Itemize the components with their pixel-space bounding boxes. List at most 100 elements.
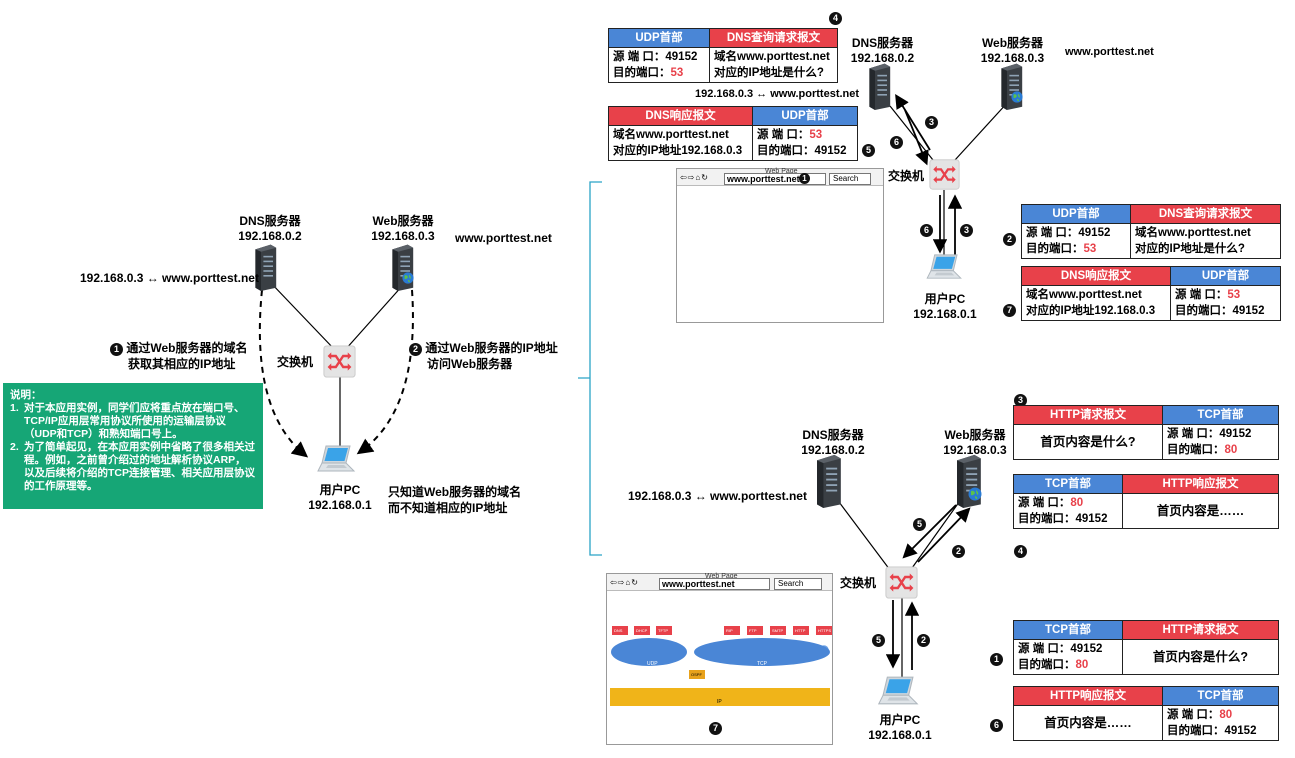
dst-port-label-4: 目的端口： xyxy=(1175,305,1233,317)
dst-port-label-3: 目的端口： xyxy=(1026,243,1084,255)
tcp-header-cell-3: TCP首部 xyxy=(1013,620,1123,640)
bottom-web-ip: 192.168.0.3 xyxy=(943,443,1007,457)
bottom-step4-badge: 4 xyxy=(1014,541,1027,559)
dns-response-header-cell-4: DNS响应报文 xyxy=(1021,266,1171,286)
bottom-step1-badge: 1 xyxy=(990,649,1003,667)
bottom-links xyxy=(835,497,971,678)
udp-header-cell-3: UDP首部 xyxy=(1021,204,1131,224)
dns-response-cell: 域名www.porttest.net 对应的IP地址192.168.0.3 xyxy=(608,125,753,161)
dst-port-value-4: 49152 xyxy=(1232,305,1265,317)
tcp-ports-cell-2: 源 端 口：80 目的端口：49152 xyxy=(1013,493,1123,529)
bottom-mapping: 192.168.0.3 ↔ www.porttest.net xyxy=(628,489,807,503)
b-src-port-value-2: 80 xyxy=(1070,497,1084,509)
b-src-port-value-3: 49152 xyxy=(1070,643,1103,655)
bottom-browser-url[interactable]: www.porttest.net xyxy=(659,578,770,590)
bottom-browser-search[interactable]: Search xyxy=(774,578,822,590)
step-1-badge: 1 xyxy=(110,343,123,356)
note-title: 说明： xyxy=(10,389,42,401)
bottom-switch-icon xyxy=(885,566,918,599)
note-item2-text: 为了简单起见，在本应用实例中省略了很多相关过程。例如，之前曾介绍过的地址解析协议… xyxy=(24,441,255,492)
left-web-ip: 192.168.0.3 xyxy=(371,229,435,243)
bottom-arrow-5b-badge: 5 xyxy=(872,630,885,648)
note-item1-text: 对于本应用实例，同学们应将重点放在端口号、TCP/IP应用层常用协议所使用的运输… xyxy=(24,402,245,440)
top-dns-response-table: DNS响应报文 UDP首部 域名www.porttest.net 对应的IP地址… xyxy=(608,106,858,161)
top-browser-nav-icons[interactable]: ⇦⇨⌂↻ xyxy=(680,173,709,182)
b-dst-port-label: 目的端口： xyxy=(1167,444,1225,456)
src-port-label-2: 源 端 口： xyxy=(757,129,810,141)
b-dst-port-value-4: 49152 xyxy=(1224,725,1257,737)
b-src-port-label-3: 源 端 口： xyxy=(1018,643,1071,655)
b-dst-port-label-2: 目的端口： xyxy=(1018,513,1076,525)
left-web-label: Web服务器 192.168.0.3 xyxy=(358,214,448,244)
left-switch-label: 交换机 xyxy=(277,355,314,369)
src-port-value-4: 53 xyxy=(1227,289,1241,301)
left-web-server-icon xyxy=(392,244,414,291)
b-dst-port-label-3: 目的端口： xyxy=(1018,659,1076,671)
dst-port-label: 目的端口： xyxy=(613,67,671,79)
note-item-1: 1. 对于本应用实例，同学们应将重点放在端口号、TCP/IP应用层常用协议所使用… xyxy=(10,402,256,441)
bottom-browser-step7-badge: 7 xyxy=(709,718,722,736)
bottom-pc-ip: 192.168.0.1 xyxy=(868,728,932,742)
resp-line1-4: 域名www.porttest.net xyxy=(1026,289,1142,301)
udp-header-cell-2: UDP首部 xyxy=(752,106,858,126)
top-browser-url[interactable]: www.porttest.net xyxy=(724,173,826,185)
left-dns-name: DNS服务器 xyxy=(239,214,301,228)
bottom-dns-name: DNS服务器 xyxy=(802,428,864,442)
bottom-browser-nav-icons[interactable]: ⇦⇨⌂↻ xyxy=(610,578,639,587)
top-web-server-icon xyxy=(1001,63,1023,110)
left-pc-note: 只知道Web服务器的域名 而不知道相应的IP地址 xyxy=(388,484,521,516)
http-resp-cell: 首页内容是…… xyxy=(1122,493,1279,529)
bottom-dns-label: DNS服务器 192.168.0.2 xyxy=(788,428,878,458)
left-pc-name: 用户PC xyxy=(319,483,361,497)
top-mapping: 192.168.0.3 ↔ www.porttest.net xyxy=(695,88,860,100)
bottom-http-response-table: TCP首部 HTTP响应报文 源 端 口：80 目的端口：49152 首页内容是… xyxy=(1013,474,1279,529)
top-arrow-6a-badge: 6 xyxy=(890,132,903,150)
udp-header-cell-4: UDP首部 xyxy=(1170,266,1281,286)
src-port-label: 源 端 口： xyxy=(613,51,666,63)
tcp-proto-box-0 xyxy=(724,626,740,635)
top-arrow-3a-badge: 3 xyxy=(925,112,938,130)
udp-ports-cell: 源 端 口：49152 目的端口：53 xyxy=(608,47,710,83)
top-step2-badge: 2 xyxy=(1003,229,1016,247)
top-web-name: Web服务器 xyxy=(981,36,1044,50)
left-step2: 2 通过Web服务器的IP地址 访问Web服务器 xyxy=(409,340,558,372)
top-dns-ip: 192.168.0.2 xyxy=(850,51,915,65)
udp-proto-label-0: DNS xyxy=(614,628,623,633)
top-step4-badge: 4 xyxy=(829,8,842,26)
bottom-tcp-request-table: TCP首部 HTTP请求报文 源 端 口：49152 目的端口：80 首页内容是… xyxy=(1013,620,1279,675)
dns-query-cell-3: 域名www.porttest.net 对应的IP地址是什么? xyxy=(1130,223,1281,259)
dst-port-value-3: 53 xyxy=(1083,243,1097,255)
src-port-label-3: 源 端 口： xyxy=(1026,227,1079,239)
udp-ports-cell-4: 源 端 口：53 目的端口：49152 xyxy=(1170,285,1281,321)
dst-port-label-2: 目的端口： xyxy=(757,145,815,157)
top-pc-ip: 192.168.0.1 xyxy=(913,307,977,321)
page-ip-label: IP xyxy=(717,699,722,705)
b-src-port-value: 49152 xyxy=(1219,428,1252,440)
left-mapping: 192.168.0.3 ↔ www.porttest.net xyxy=(80,271,259,285)
note-item-2: 2. 为了简单起见，在本应用实例中省略了很多相关过程。例如，之前曾介绍过的地址解… xyxy=(10,441,256,493)
b-dst-port-value: 80 xyxy=(1224,444,1238,456)
udp-proto-box-2 xyxy=(656,626,672,635)
note-item1-num: 1. xyxy=(10,402,19,414)
top-browser-search[interactable]: Search xyxy=(829,173,871,185)
b-dst-port-value-2: 49152 xyxy=(1075,513,1108,525)
udp-proto-box-1 xyxy=(634,626,650,635)
left-dns-ip: 192.168.0.2 xyxy=(238,229,302,243)
top-pc-name: 用户PC xyxy=(924,292,966,306)
tcp-proto-box-3 xyxy=(793,626,809,635)
src-port-label-4: 源 端 口： xyxy=(1175,289,1228,301)
b-dst-port-label-4: 目的端口： xyxy=(1167,725,1225,737)
page-tcp-label: TCP xyxy=(757,661,768,667)
query-line1: 域名www.porttest.net xyxy=(714,51,830,63)
bottom-dns-ip: 192.168.0.2 xyxy=(801,443,865,457)
top-web-ip: 192.168.0.3 xyxy=(980,51,1045,65)
bottom-step6-badge: 6 xyxy=(990,715,1003,733)
udp-ports-cell-2: 源 端 口：53 目的端口：49152 xyxy=(752,125,858,161)
resp-line1: 域名www.porttest.net xyxy=(613,129,729,141)
top-dns-server-icon xyxy=(869,63,891,110)
bottom-browser-window: Web Page ⇦⇨⌂↻ www.porttest.net Search DN… xyxy=(606,573,833,745)
left-pc-ip: 192.168.0.1 xyxy=(308,498,372,512)
bottom-arrow-5a-badge: 5 xyxy=(913,514,926,532)
